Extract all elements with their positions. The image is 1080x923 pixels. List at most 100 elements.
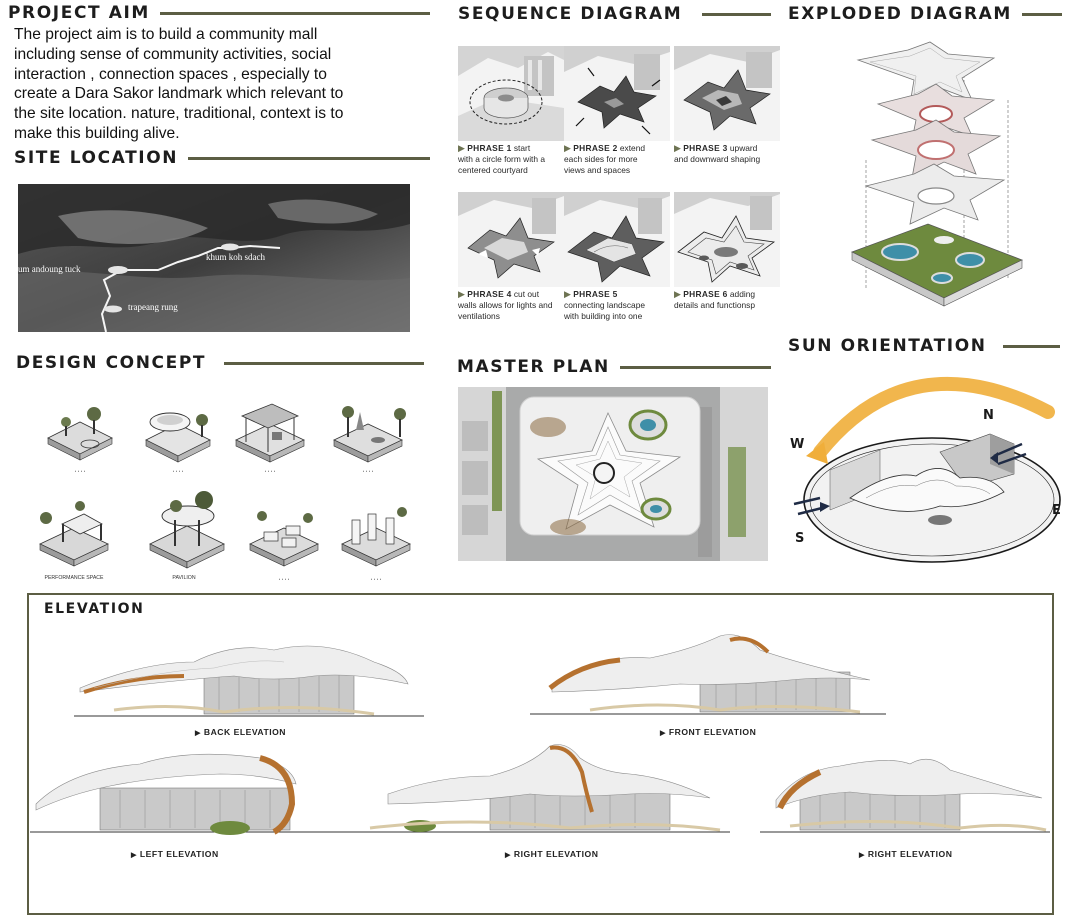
triangle-bullet-icon: ▶ (859, 852, 865, 859)
back-elevation-drawing (74, 645, 424, 717)
heading-elevation-text: ELEVATION (44, 601, 145, 617)
aim-line: create a Dara Sakor landmark which relev… (14, 85, 344, 103)
map-label-koh-sdach: khum koh sdach (206, 252, 265, 262)
phrase-1-line: start (511, 143, 531, 153)
sequence-phrase-5: ▶ PHRASE 5 connecting landscape with bui… (564, 192, 670, 322)
phrase-6-line: details and functionsp (674, 300, 756, 310)
phrase-3-diagram (674, 46, 780, 141)
elevation-panel (27, 593, 1054, 915)
phrase-1-title: PHRASE 1 (467, 143, 512, 153)
phrase-6-caption: ▶ PHRASE 6 adding details and functionsp (674, 289, 780, 311)
phrase-6-line: adding (727, 289, 756, 299)
right-elevation-2-text: RIGHT ELEVATION (867, 849, 953, 859)
heading-exploded-diagram-text: EXPLODED DIAGRAM (788, 4, 1012, 24)
front-elevation-label: ▶FRONT ELEVATION (660, 727, 756, 737)
phrase-6-diagram (674, 192, 780, 287)
right-elevation-1-drawing (330, 744, 730, 833)
concept-label: ꞏ ꞏ ꞏ ꞏ (362, 469, 374, 475)
concept-cell: ꞏ ꞏ ꞏ ꞏ (338, 500, 414, 583)
triangle-bullet-icon: ▶ (195, 730, 201, 737)
aim-line: the site location. nature, traditional, … (14, 105, 344, 123)
phrase-4-title: PHRASE 4 (467, 289, 512, 299)
triangle-bullet-icon: ▶ (564, 289, 571, 299)
aim-line: including sense of community activities,… (14, 45, 332, 63)
phrase-4-diagram (458, 192, 564, 287)
sequence-phrase-3: ▶ PHRASE 3 upward and downward shaping (674, 46, 780, 165)
phrase-4-line: cut out (511, 289, 540, 299)
sequence-phrase-4: ▶ PHRASE 4 cut out walls allows for ligh… (458, 192, 564, 322)
phrase-3-caption: ▶ PHRASE 3 upward and downward shaping (674, 143, 780, 165)
sun-direction-e: E (1052, 503, 1061, 518)
phrase-5-diagram (564, 192, 670, 287)
heading-site-location-text: SITE LOCATION (14, 148, 179, 168)
back-elevation-text: BACK ELEVATION (203, 727, 287, 737)
phrase-5-title: PHRASE 5 (573, 289, 618, 299)
phrase-5-line: with building into one (564, 311, 643, 321)
heading-exploded-diagram: EXPLODED DIAGRAM (788, 4, 1062, 24)
phrase-3-line: upward (727, 143, 758, 153)
triangle-bullet-icon: ▶ (505, 852, 511, 859)
phrase-1-diagram (458, 46, 564, 141)
phrase-2-line: each sides for more (564, 154, 638, 164)
concept-playground-diagram (47, 407, 113, 461)
aim-line: make this building alive. (14, 124, 180, 142)
back-elevation-label: ▶BACK ELEVATION (195, 727, 286, 737)
phrase-1-caption: ▶ PHRASE 1 start with a circle form with… (458, 143, 564, 176)
heading-rule (1002, 344, 1060, 348)
heading-rule (159, 11, 430, 15)
right-elevation-2-drawing (760, 758, 1050, 833)
exploded-diagram-image (850, 41, 1024, 307)
right-elevation-2-label: ▶RIGHT ELEVATION (859, 849, 952, 859)
concept-pavilion-diagram (149, 491, 225, 569)
heading-master-plan-text: MASTER PLAN (457, 357, 610, 377)
site-map-image (18, 184, 410, 332)
concept-cell: ꞏ ꞏ ꞏ ꞏ (42, 400, 118, 475)
phrase-1-line: centered courtyard (458, 165, 528, 175)
phrase-4-line: ventilations (458, 311, 500, 321)
sun-direction-s: S (795, 531, 805, 546)
concept-shelter-diagram (235, 403, 305, 463)
phrase-2-line: extend (617, 143, 646, 153)
right-elevation-1-label: ▶RIGHT ELEVATION (505, 849, 598, 859)
triangle-bullet-icon: ▶ (674, 289, 681, 299)
concept-cell: ꞏ ꞏ ꞏ ꞏ (330, 400, 406, 475)
concept-exhibition-diagram (341, 507, 411, 567)
aim-line: interaction , connection spaces , especi… (14, 65, 327, 83)
sun-direction-n: N (983, 408, 994, 423)
heading-rule (619, 365, 771, 369)
concept-label: PERFORMANCE SPACE (44, 575, 104, 581)
triangle-bullet-icon: ▶ (131, 852, 137, 859)
phrase-5-line: connecting landscape (564, 300, 646, 310)
map-label-andoung-tuck: um andoung tuck (18, 264, 81, 274)
master-plan-image (458, 387, 768, 561)
phrase-4-caption: ▶ PHRASE 4 cut out walls allows for ligh… (458, 289, 564, 322)
triangle-bullet-icon: ▶ (458, 289, 465, 299)
heading-rule (224, 361, 424, 365)
heading-rule (1021, 12, 1062, 16)
front-elevation-drawing (530, 634, 886, 715)
left-elevation-text: LEFT ELEVATION (139, 849, 219, 859)
phrase-3-title: PHRASE 3 (683, 143, 728, 153)
heading-sequence-diagram: SEQUENCE DIAGRAM (458, 4, 771, 24)
heading-elevation: ELEVATION (44, 601, 144, 617)
concept-market-diagram (249, 511, 319, 567)
phrase-1-line: with a circle form with a (458, 154, 546, 164)
heading-design-concept: DESIGN CONCEPT (16, 353, 424, 373)
concept-label: ꞏ ꞏ ꞏ ꞏ (278, 577, 290, 583)
sequence-phrase-1: ▶ PHRASE 1 start with a circle form with… (458, 46, 564, 176)
sun-direction-w: W (790, 437, 805, 452)
concept-label: ꞏ ꞏ ꞏ ꞏ (172, 469, 184, 475)
heading-rule (188, 156, 430, 160)
phrase-2-caption: ▶ PHRASE 2 extend each sides for more vi… (564, 143, 670, 176)
concept-label: ꞏ ꞏ ꞏ ꞏ (264, 469, 276, 475)
heading-rule (702, 12, 771, 16)
right-elevation-1-text: RIGHT ELEVATION (513, 849, 599, 859)
triangle-bullet-icon: ▶ (458, 143, 465, 153)
phrase-5-caption: ▶ PHRASE 5 connecting landscape with bui… (564, 289, 670, 322)
aim-line: The project aim is to build a community … (14, 26, 318, 43)
site-location-map: khum koh sdach um andoung tuck trapeang … (18, 184, 410, 332)
concept-label: ꞏ ꞏ ꞏ ꞏ (74, 469, 86, 475)
map-label-trapeang-rung: trapeang rung (128, 302, 178, 312)
front-elevation-text: FRONT ELEVATION (668, 727, 757, 737)
concept-cell: ꞏ ꞏ ꞏ ꞏ (140, 400, 216, 475)
